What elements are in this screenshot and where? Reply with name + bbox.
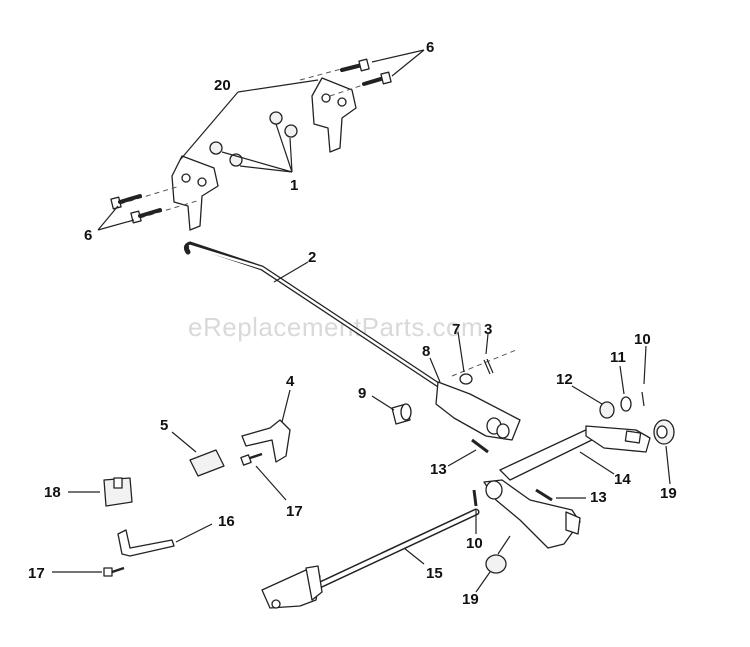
callout-17-lower: 17 xyxy=(28,565,45,582)
callout-12: 12 xyxy=(556,371,573,388)
bushing-part-19-right xyxy=(653,419,675,445)
bushing-part-19-left xyxy=(485,535,511,574)
clevis-part-8 xyxy=(435,381,521,441)
callout-10-upper: 10 xyxy=(634,331,651,348)
cross-shaft-part-15 xyxy=(261,508,480,609)
nut-set xyxy=(209,111,298,167)
leader-lines xyxy=(52,49,671,593)
callout-16: 16 xyxy=(218,513,235,530)
rod-part-16 xyxy=(117,529,175,557)
bracket-right xyxy=(311,77,357,153)
callout-13-upper: 13 xyxy=(430,461,447,478)
grip-part-5 xyxy=(189,449,225,477)
callout-10-lower: 10 xyxy=(466,535,483,552)
spacer-part-9 xyxy=(391,403,412,425)
knob-part-18 xyxy=(103,477,133,507)
callout-2: 2 xyxy=(308,249,316,266)
callout-3: 3 xyxy=(484,321,492,338)
callout-17-upper: 17 xyxy=(286,503,303,520)
callout-11: 11 xyxy=(610,349,626,366)
callout-7: 7 xyxy=(452,321,460,338)
cotter-pin-part-3 xyxy=(483,358,494,375)
rod-part-2 xyxy=(183,241,443,389)
bracket-left xyxy=(171,155,219,231)
bolt-part-17-upper xyxy=(240,452,263,466)
callout-5: 5 xyxy=(160,417,168,434)
callout-20: 20 xyxy=(214,77,231,94)
callout-8: 8 xyxy=(422,343,430,360)
spring-pins-13 xyxy=(471,438,553,502)
callout-13-lower: 13 xyxy=(590,489,607,506)
callout-1: 1 xyxy=(290,177,298,194)
bracket-part-4 xyxy=(241,419,291,463)
callout-labels: 20 6 1 6 2 7 3 10 8 11 4 12 9 5 13 14 18… xyxy=(28,39,677,608)
washer-set xyxy=(599,391,645,419)
pivot-bar-part-14 xyxy=(499,425,651,481)
pin-part-7 xyxy=(451,349,517,385)
callout-19-right: 19 xyxy=(660,485,677,502)
callout-19-left: 19 xyxy=(462,591,479,608)
callout-14: 14 xyxy=(614,471,631,488)
cotter-pin-10-lower xyxy=(472,489,478,507)
callout-18: 18 xyxy=(44,484,61,501)
callout-15: 15 xyxy=(426,565,443,582)
lever-lower xyxy=(483,479,581,549)
callout-4: 4 xyxy=(286,373,295,390)
bolt-part-17-lower xyxy=(103,566,125,577)
callout-6-lower: 6 xyxy=(84,227,92,244)
bolt-set-upper xyxy=(299,58,392,97)
callout-6-upper: 6 xyxy=(426,39,434,56)
callout-9: 9 xyxy=(358,385,366,402)
